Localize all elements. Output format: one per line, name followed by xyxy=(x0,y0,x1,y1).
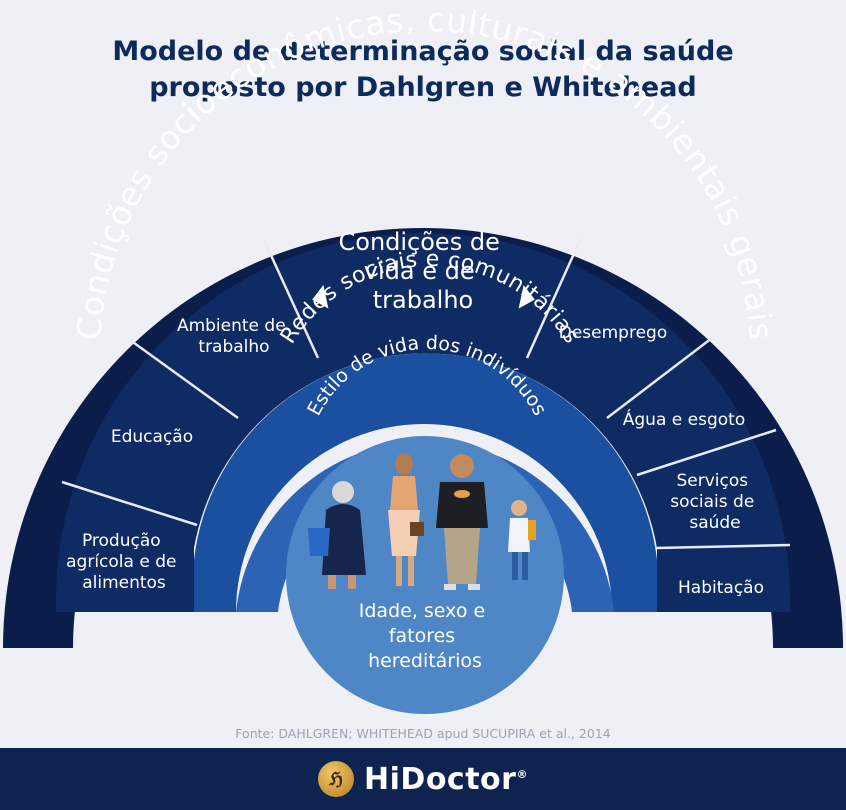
sector-servicos-label: Serviços sociais de saúde xyxy=(670,471,759,533)
man-figure xyxy=(436,454,488,590)
woman-figure xyxy=(388,453,424,586)
brand-logo[interactable]: ℌ HiDoctor® xyxy=(0,748,846,810)
child-figure xyxy=(508,500,536,580)
sector-desemprego-label: Desemprego xyxy=(559,323,667,343)
brand-name: HiDoctor xyxy=(364,761,517,797)
hidoctor-logo-icon: ℌ xyxy=(318,761,355,797)
living-conditions-label: Condições de vida e de trabalho xyxy=(339,228,508,314)
elderly-woman-figure xyxy=(308,481,366,589)
social-networks-ring xyxy=(194,353,657,612)
registered-mark: ® xyxy=(516,767,528,781)
triangle-right-icon xyxy=(518,285,535,309)
sector-producao-label: Produção agrícola e de alimentos xyxy=(66,531,182,593)
page-title: Modelo de determinação social da saúde p… xyxy=(0,34,846,106)
source-citation: Fonte: DAHLGREN; WHITEHEAD apud SUCUPIRA… xyxy=(235,726,611,741)
living-conditions-band xyxy=(56,233,790,612)
people-illustration xyxy=(308,453,536,590)
sector-ambiente-label: Ambiente de trabalho xyxy=(177,316,291,357)
triangle-left-icon xyxy=(312,285,329,309)
sector-agua-label: Água e esgoto xyxy=(623,408,745,430)
footer-bar: ℌ HiDoctor® xyxy=(0,748,846,810)
core-label: Idade, sexo e fatores hereditários xyxy=(359,600,491,672)
core-circle xyxy=(286,436,564,714)
sector-dividers xyxy=(61,237,791,550)
sector-educacao-label: Educação xyxy=(111,427,193,447)
title-line-1: Modelo de determinação social da saúde xyxy=(112,36,734,67)
sector-habitacao-label: Habitação xyxy=(678,578,764,598)
title-line-2: proposto por Dahlgren e Whitehead xyxy=(149,72,697,103)
